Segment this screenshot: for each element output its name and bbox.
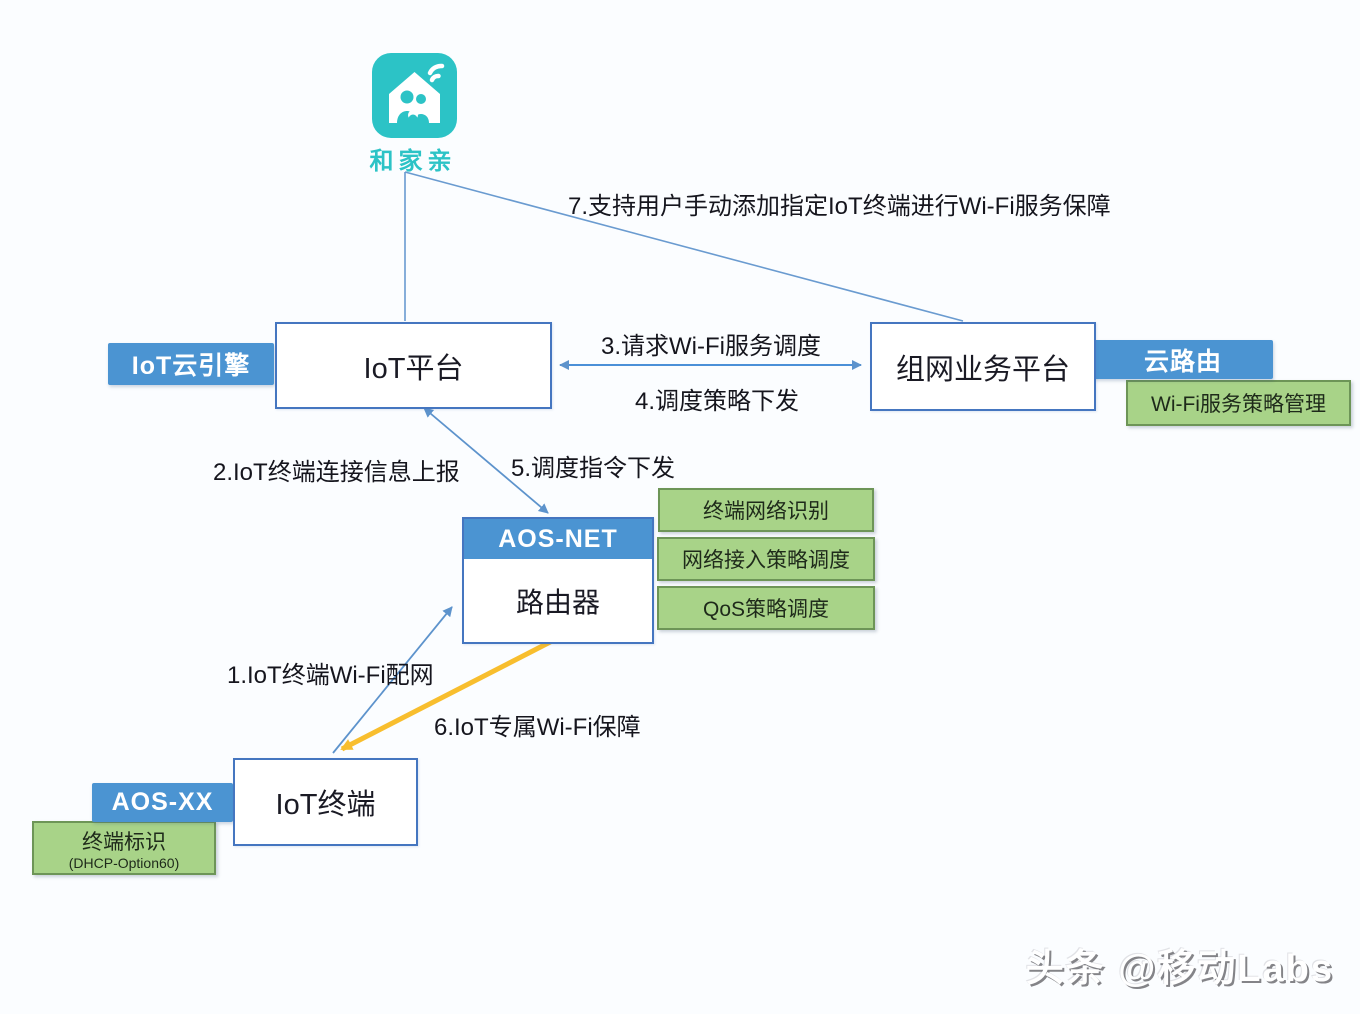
tag-terminal-identifier: 终端标识 (DHCP-Option60) xyxy=(32,821,216,875)
flow-4-label: 4.调度策略下发 xyxy=(635,388,800,415)
router-header-aos-net: AOS-NET xyxy=(464,519,652,559)
arrow-router-to-terminal-wifi-guarantee xyxy=(340,636,558,752)
arrow-terminal-to-router xyxy=(332,606,453,754)
tag-qos-policy: QoS策略调度 xyxy=(657,586,875,630)
flow-3-label: 3.请求Wi-Fi服务调度 xyxy=(601,333,821,360)
tag-network-access-policy: 网络接入策略调度 xyxy=(657,537,875,581)
flow-6-label: 6.IoT专属Wi-Fi保障 xyxy=(434,714,641,741)
node-router: AOS-NET 路由器 xyxy=(462,517,654,644)
flow-7-label: 7.支持用户手动添加指定IoT终端进行Wi-Fi服务保障 xyxy=(568,193,1111,220)
tag-iot-cloud-engine: IoT云引擎 xyxy=(108,343,274,385)
arrow-platform-router-bidirectional xyxy=(423,407,549,514)
node-network-platform: 组网业务平台 xyxy=(870,322,1096,411)
app-name-label: 和家亲 xyxy=(369,148,457,175)
flow-5-label: 5.调度指令下发 xyxy=(511,455,676,482)
tag-aos-xx: AOS-XX xyxy=(92,783,233,822)
wifi-signal-icon xyxy=(427,63,445,83)
tag-wifi-service-policy-mgmt: Wi-Fi服务策略管理 xyxy=(1126,380,1351,426)
hejiaqin-app-icon xyxy=(372,53,457,143)
tag-terminal-network-identify: 终端网络识别 xyxy=(658,488,874,532)
terminal-id-line2: (DHCP-Option60) xyxy=(68,854,180,871)
terminal-id-line1: 终端标识 xyxy=(82,830,166,854)
tag-cloud-router: 云路由 xyxy=(1093,340,1273,379)
flow-1-label: 1.IoT终端Wi-Fi配网 xyxy=(227,662,434,689)
flow-2-label: 2.IoT终端连接信息上报 xyxy=(213,459,460,486)
house-icon xyxy=(389,72,440,123)
line-app-to-network-platform xyxy=(404,171,964,322)
router-label: 路由器 xyxy=(515,586,600,618)
node-iot-terminal: IoT终端 xyxy=(233,758,418,846)
toutiao-watermark: 头条 @移动Labs xyxy=(1025,948,1334,990)
node-iot-platform: IoT平台 xyxy=(275,322,552,409)
family-figures-icon xyxy=(397,90,429,124)
